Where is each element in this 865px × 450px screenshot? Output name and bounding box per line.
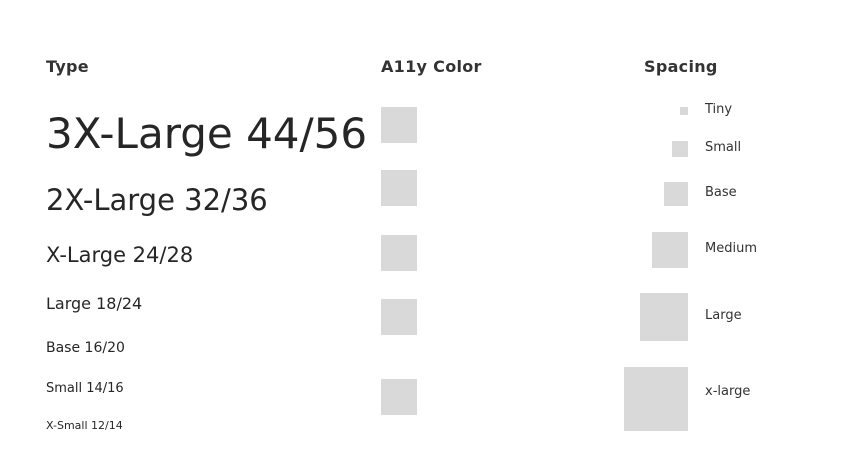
a11y-color-swatch <box>381 107 417 143</box>
a11y-color-swatch <box>381 299 417 335</box>
a11y-color-swatch <box>381 170 417 206</box>
spacing-swatch-large <box>640 293 688 341</box>
type-sample-base: Base 16/20 <box>46 340 125 356</box>
type-sample-small: Small 14/16 <box>46 381 124 396</box>
type-sample-x-large: X-Large 24/28 <box>46 243 194 267</box>
type-heading: Type <box>46 57 89 76</box>
spacing-swatch-x-large <box>624 367 688 431</box>
type-sample-large: Large 18/24 <box>46 294 143 313</box>
spacing-swatch-base <box>664 182 688 206</box>
a11y-color-swatch <box>381 235 417 271</box>
spacing-swatch-small <box>672 141 688 157</box>
type-sample-3x-large: 3X-Large 44/56 <box>46 109 368 158</box>
spacing-swatch-tiny <box>680 107 688 115</box>
type-sample-2x-large: 2X-Large 32/36 <box>46 183 268 217</box>
spacing-label-tiny: Tiny <box>705 102 733 117</box>
spacing-label-x-large: x-large <box>705 384 751 399</box>
spacing-heading: Spacing <box>644 57 718 76</box>
spacing-label-small: Small <box>705 140 742 155</box>
type-sample-x-small: X-Small 12/14 <box>46 419 123 432</box>
spacing-label-large: Large <box>705 308 742 323</box>
a11y-color-heading: A11y Color <box>381 57 482 76</box>
a11y-color-swatch <box>381 379 417 415</box>
spacing-swatch-medium <box>652 232 688 268</box>
spacing-label-base: Base <box>705 185 737 200</box>
spacing-label-medium: Medium <box>705 241 757 256</box>
